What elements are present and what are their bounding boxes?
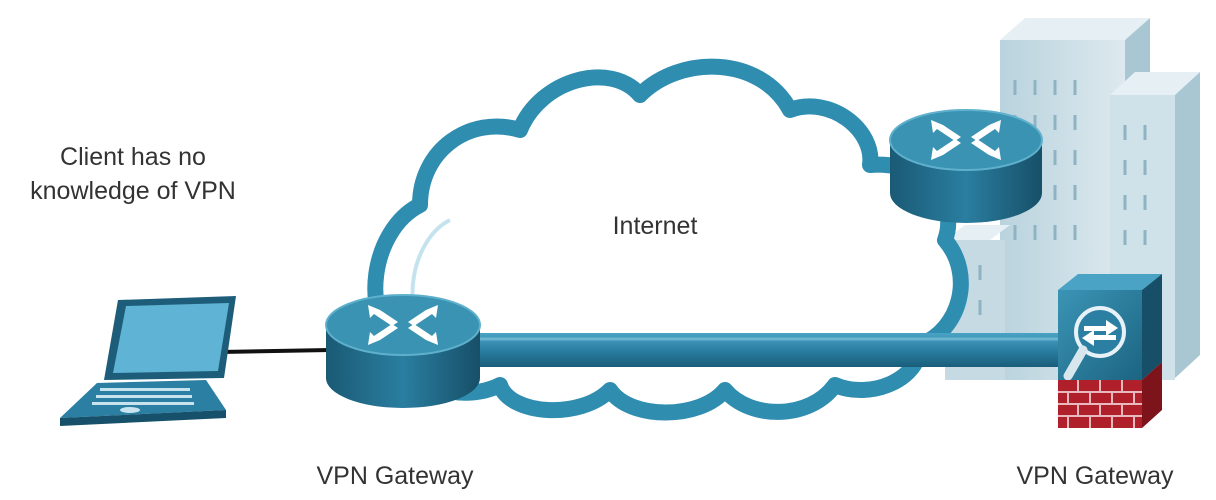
- internet-label: Internet: [612, 212, 698, 240]
- ethernet-cable: [219, 348, 331, 354]
- client-note-line-1: Client has no: [60, 143, 206, 171]
- vpn-gateway-right-label: VPN Gateway: [1016, 462, 1174, 490]
- vpn-tunnel: [470, 333, 1070, 367]
- firewall-appliance-icon: [1058, 274, 1162, 428]
- router-icon: [889, 109, 1043, 223]
- magnifier-icon: [1063, 306, 1126, 381]
- router-icon: [325, 294, 481, 408]
- vpn-gateway-left-label: VPN Gateway: [316, 462, 474, 490]
- client-note-line-2: knowledge of VPN: [30, 177, 236, 205]
- laptop-icon: [60, 296, 236, 426]
- brick-wall-icon: [1058, 362, 1162, 428]
- client-note: Client has no knowledge of VPN: [0, 140, 266, 208]
